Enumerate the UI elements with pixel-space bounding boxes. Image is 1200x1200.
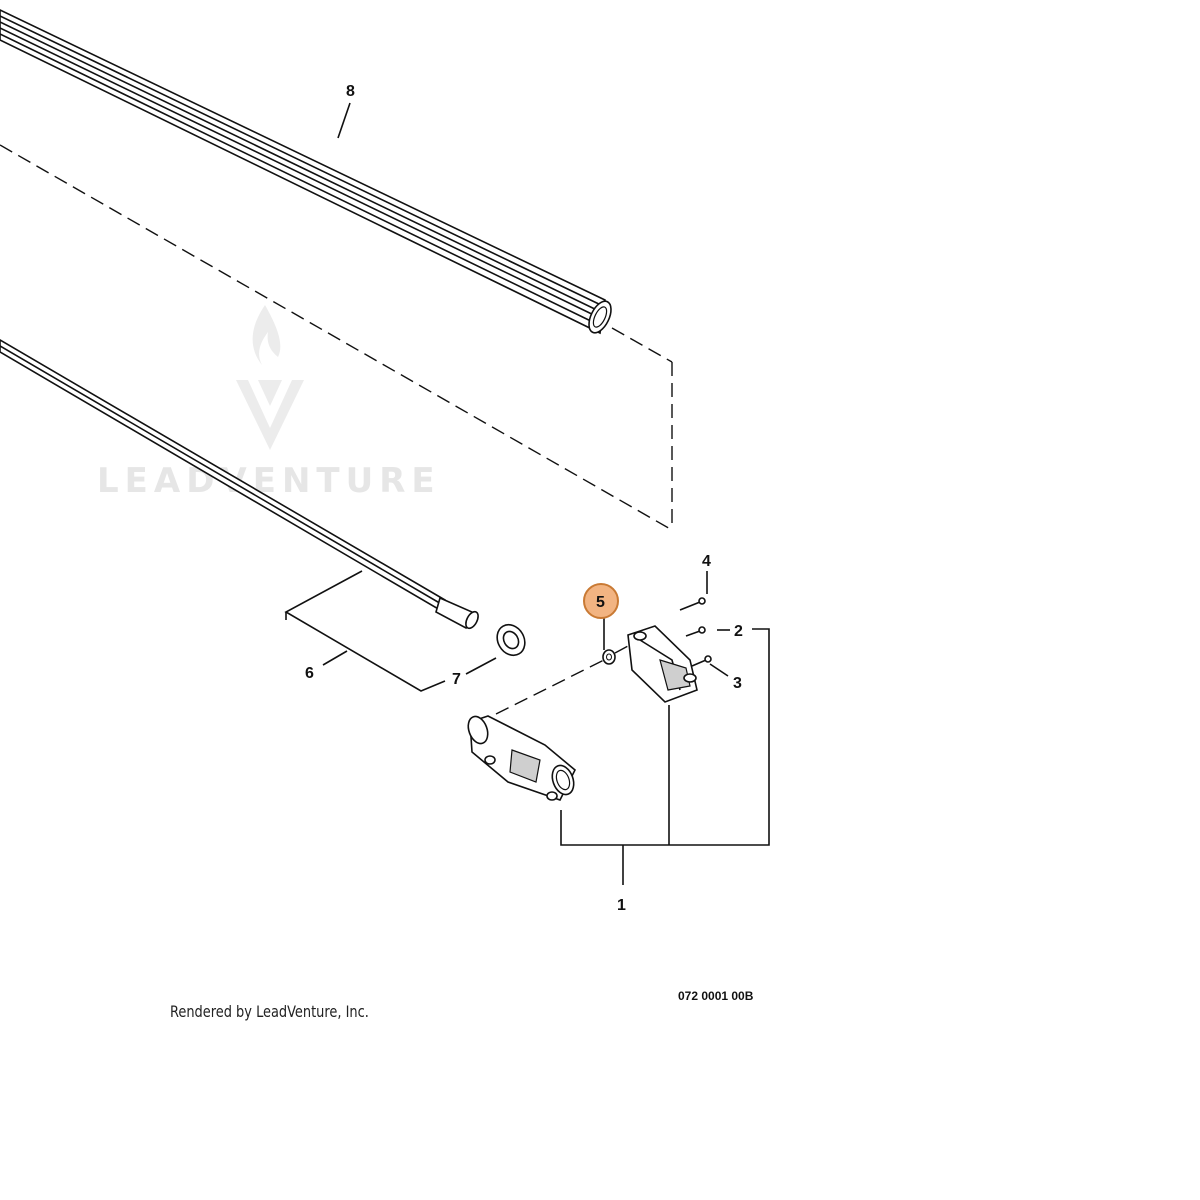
- rendered-by-text: Rendered by LeadVenture, Inc.: [170, 1002, 369, 1021]
- callout-8[interactable]: 8: [346, 83, 355, 100]
- flame-logo-icon: [236, 305, 304, 450]
- watermark-text: LEADVENTURE: [97, 461, 441, 501]
- callout-2[interactable]: 2: [734, 623, 743, 640]
- callout-5[interactable]: 5: [596, 594, 605, 611]
- callout-4[interactable]: 4: [702, 553, 711, 570]
- drawing-code: 072 0001 00B: [678, 989, 754, 1003]
- callout-5-highlight[interactable]: 5: [583, 583, 619, 619]
- leadventure-watermark: LEADVENTURE: [97, 305, 441, 501]
- callout-6[interactable]: 6: [305, 665, 314, 682]
- part-1-housing: [467, 715, 576, 801]
- part-6-drive-shaft: [0, 339, 479, 630]
- part-7-bushing: [496, 623, 526, 657]
- part-clamp-cap: [627, 625, 698, 703]
- callout-3[interactable]: 3: [733, 675, 742, 692]
- part-2-screw: [685, 626, 706, 637]
- callout-7[interactable]: 7: [452, 671, 461, 688]
- part-3-screw: [691, 655, 712, 667]
- callout-1[interactable]: 1: [617, 897, 626, 914]
- callout-leaders: [284, 102, 770, 885]
- alignment-lines-8: [0, 144, 673, 531]
- part-8-tube: [0, 9, 612, 335]
- part-5-washer: [602, 649, 616, 665]
- part-4-screw: [679, 597, 706, 611]
- highlight-circle: [583, 583, 619, 619]
